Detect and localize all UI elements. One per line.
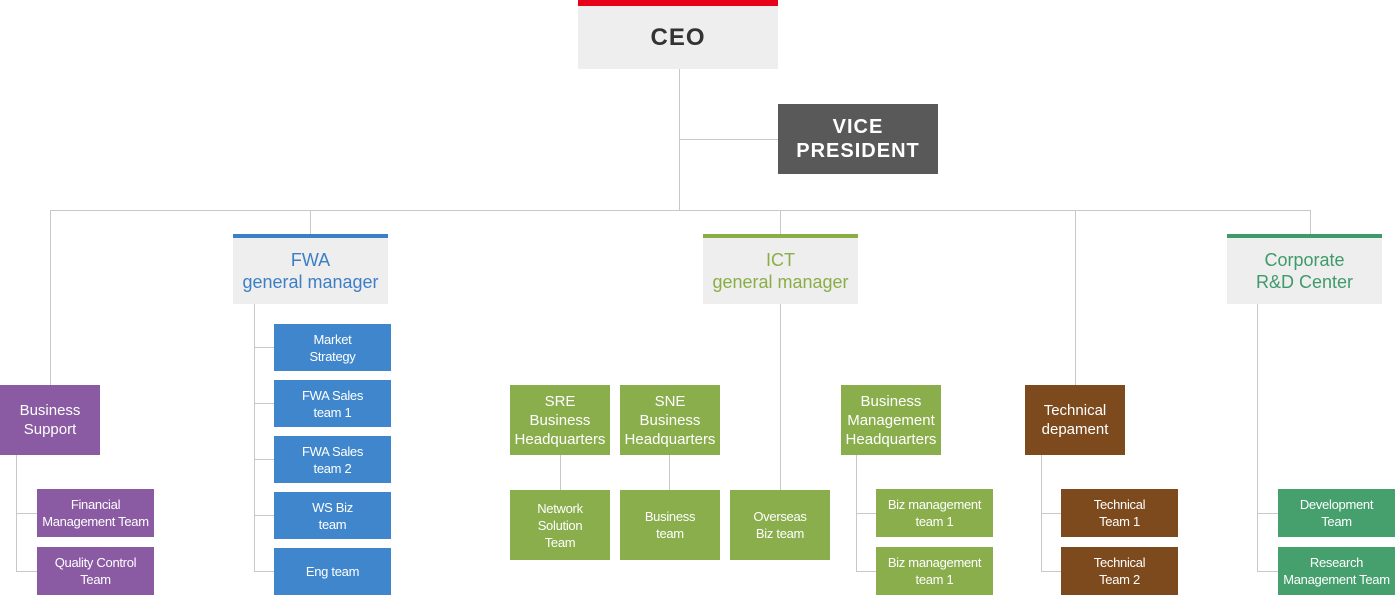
connector-technical [1075,210,1076,385]
connector-horizontal-main [50,210,1311,211]
connector-fwa-team5 [254,571,274,572]
network-solution-team-label: Network Solution Team [537,500,583,550]
sre-business-headquarters-box: SRE Business Headquarters [510,385,610,455]
connector-rd-team2 [1257,571,1278,572]
ws-biz-team-label: WS Biz team [312,499,353,532]
development-team-label: Development Team [1299,497,1374,529]
business-team-box: Business team [620,490,720,560]
financial-management-team-box: Financial Management Team [37,489,154,537]
fwa-sales-team-2-label: FWA Sales team 2 [301,443,364,476]
connector-business-support [50,210,51,385]
overseas-biz-team-box: Overseas Biz team [730,490,830,560]
connector-ict-vertical [780,304,781,490]
connector-rd-vertical [1257,304,1258,572]
connector-bm-team2 [856,571,876,572]
biz-management-team-1-label: Biz management team 1 [887,497,982,529]
connector-fwa-team4 [254,515,274,516]
ws-biz-team-box: WS Biz team [274,492,391,539]
connector-bm-team1 [856,513,876,514]
technical-team-1-box: Technical Team 1 [1061,489,1178,537]
connector-fwa [310,210,311,234]
connector-tech-team1 [1041,513,1061,514]
development-team-box: Development Team [1278,489,1395,537]
sre-business-headquarters-label: SRE Business Headquarters [514,392,606,448]
network-solution-team-box: Network Solution Team [510,490,610,560]
technical-team-2-box: Technical Team 2 [1061,547,1178,595]
connector-ict [780,210,781,234]
fwa-general-manager-label: FWA general manager [242,250,379,292]
business-support-label: Business Support [19,402,81,438]
ict-general-manager-box: ICT general manager [703,234,858,304]
sne-business-headquarters-box: SNE Business Headquarters [620,385,720,455]
overseas-biz-team-label: Overseas Biz team [753,509,807,541]
eng-team-label: Eng team [305,564,360,579]
research-management-team-label: Research Management Team [1283,555,1390,587]
connector-bs-team1 [16,513,37,514]
ict-general-manager-label: ICT general manager [712,250,849,292]
biz-management-team-1b-box: Biz management team 1 [876,547,993,595]
connector-bs-team2 [16,571,37,572]
connector-rd-team1 [1257,513,1278,514]
connector-fwa-vertical [254,304,255,572]
fwa-sales-team-2-box: FWA Sales team 2 [274,436,391,483]
connector-fwa-team1 [254,347,274,348]
market-strategy-box: Market Strategy [274,324,391,371]
financial-management-team-label: Financial Management Team [42,497,149,529]
ceo-label: CEO [650,23,706,51]
biz-management-team-1-box: Biz management team 1 [876,489,993,537]
biz-management-team-1b-label: Biz management team 1 [887,555,982,587]
fwa-general-manager-box: FWA general manager [233,234,388,304]
connector-sre-team [560,455,561,490]
technical-team-1-label: Technical Team 1 [1093,497,1146,529]
technical-department-label: Technical depament [1041,402,1109,438]
ceo-box: CEO [578,0,778,69]
fwa-sales-team-1-label: FWA Sales team 1 [301,387,364,420]
business-team-label: Business team [644,509,696,541]
connector-vp [679,139,778,140]
connector-fwa-team2 [254,403,274,404]
rd-center-label: Corporate R&D Center [1255,250,1354,292]
quality-control-team-box: Quality Control Team [37,547,154,595]
connector-sne-team [669,455,670,490]
eng-team-box: Eng team [274,548,391,595]
connector-tech-team2 [1041,571,1061,572]
sne-business-headquarters-label: SNE Business Headquarters [624,392,716,448]
rd-center-box: Corporate R&D Center [1227,234,1382,304]
technical-team-2-label: Technical Team 2 [1093,555,1146,587]
fwa-sales-team-1-box: FWA Sales team 1 [274,380,391,427]
technical-department-box: Technical depament [1025,385,1125,455]
connector-rd [1310,210,1311,234]
quality-control-team-label: Quality Control Team [54,555,137,587]
vice-president-box: VICE PRESIDENT [778,104,938,174]
business-management-headquarters-label: Business Management Headquarters [845,392,937,448]
connector-fwa-team3 [254,459,274,460]
vice-president-label: VICE PRESIDENT [796,116,920,162]
market-strategy-label: Market Strategy [309,331,356,364]
business-support-box: Business Support [0,385,100,455]
business-management-headquarters-box: Business Management Headquarters [841,385,941,455]
research-management-team-box: Research Management Team [1278,547,1395,595]
